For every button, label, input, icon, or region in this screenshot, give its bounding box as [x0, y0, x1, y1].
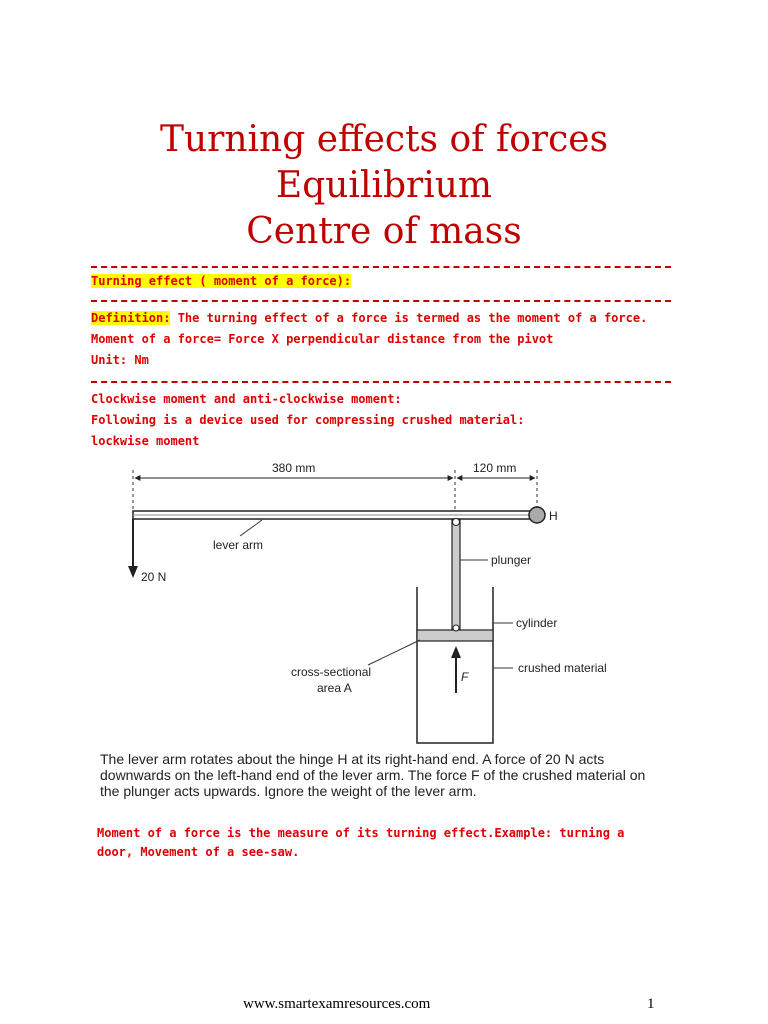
section-heading-clockwise: Clockwise moment and anti-clockwise mome… — [91, 392, 402, 406]
dimension-label-380: 380 mm — [272, 461, 315, 475]
hinge-label: H — [549, 509, 558, 523]
dashed-divider — [91, 266, 671, 268]
caption-line-2: downwards on the left-hand end of the le… — [100, 767, 646, 783]
note-line-2: door, Movement of a see-saw. — [97, 845, 300, 859]
plunger-rod — [451, 518, 461, 631]
footer-website: www.smartexamresources.com — [243, 996, 431, 1012]
section-heading-turning-effect: Turning effect ( moment of a force): — [91, 274, 352, 288]
lever-arm-label: lever arm — [213, 538, 263, 552]
note-line-1: Moment of a force is the measure of its … — [97, 826, 625, 840]
crushed-material-label: crushed material — [518, 661, 607, 675]
dashed-divider — [91, 381, 671, 383]
caption-line-1: The lever arm rotates about the hinge H … — [100, 751, 605, 767]
diagram-caption: The lever arm rotates about the hinge H … — [100, 751, 680, 799]
area-label-line-2: area A — [317, 681, 352, 695]
caption-line-3: the plunger acts upwards. Ignore the wei… — [100, 783, 477, 799]
page-title-line-1: Turning effects of forces — [159, 119, 609, 160]
hinge-icon — [528, 506, 546, 524]
page-title-line-2: Equilibrium — [275, 165, 493, 206]
page-number: 1 — [647, 996, 655, 1012]
plunger-label: plunger — [491, 553, 531, 567]
device-intro: Following is a device used for compressi… — [91, 413, 525, 427]
dashed-divider — [91, 300, 671, 302]
definition-label: Definition: — [91, 311, 171, 325]
force-label-f: F — [461, 670, 469, 684]
section-heading-text: Turning effect ( moment of a force): — [91, 274, 352, 288]
lever-diagram: 380 mm 120 mm H 20 N lever arm plunger c… — [128, 461, 607, 744]
page-title-line-3: Centre of mass — [246, 211, 522, 252]
force-label-20n: 20 N — [141, 570, 166, 584]
area-label-line-1: cross-sectional — [291, 665, 371, 679]
definition-text: The turning effect of a force is termed … — [170, 311, 648, 325]
dimension-lines — [132, 470, 538, 510]
moment-formula: Moment of a force= Force X perpendicular… — [91, 332, 554, 346]
moment-unit: Unit: Nm — [91, 353, 149, 367]
cylinder — [416, 587, 494, 744]
dimension-label-120: 120 mm — [473, 461, 516, 475]
definition-line: Definition: The turning effect of a forc… — [91, 311, 647, 325]
cylinder-label: cylinder — [516, 616, 557, 630]
plunger-head — [416, 629, 494, 642]
subheading-clockwise-moment: lockwise moment — [91, 434, 200, 448]
